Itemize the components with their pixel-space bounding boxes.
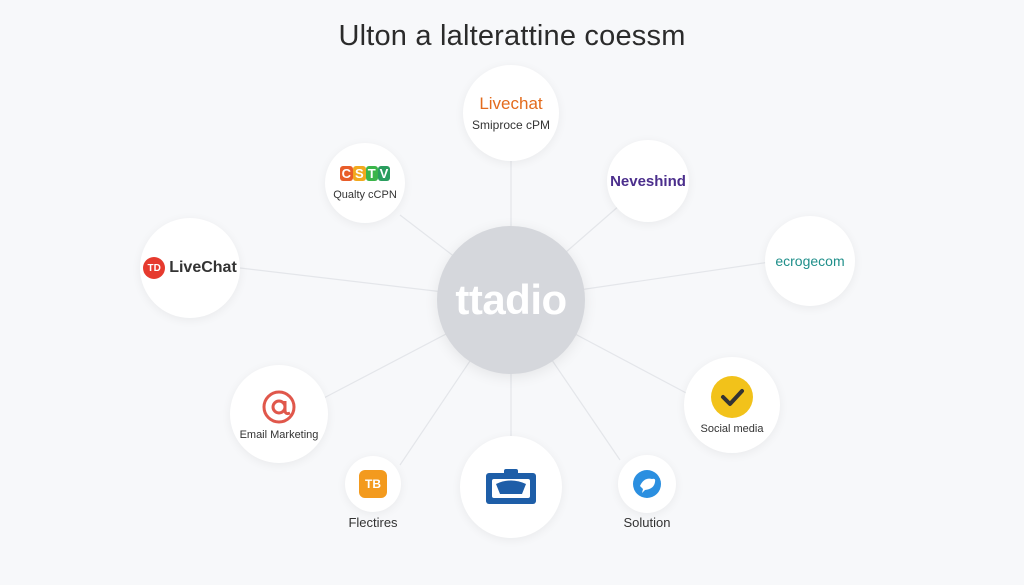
quality-sub: Qualty cCPN [333, 188, 397, 201]
node-ecrogecom[interactable]: ecrogecom [765, 216, 855, 306]
node-camera[interactable] [460, 436, 562, 538]
bird-icon [633, 470, 661, 498]
flectires-label: Flectires [348, 515, 398, 530]
checkmark-icon [711, 376, 753, 418]
node-flectires[interactable]: TB [345, 456, 401, 512]
livechat-top-sub: Smiproce cPM [471, 118, 551, 132]
ecrogecom-brand: ecrogecom [775, 253, 845, 269]
hub-circle: ttadio [437, 226, 585, 374]
node-social-media[interactable]: Social media [684, 357, 780, 453]
hub-label: ttadio [455, 276, 567, 323]
social-label: Social media [700, 423, 764, 435]
node-email-marketing[interactable]: Email Marketing [230, 365, 328, 463]
cstv-logo-c: C [339, 165, 354, 181]
livechat-left-brand: LiveChat [169, 259, 237, 276]
node-livechat-left[interactable]: TD LiveChat [140, 218, 240, 318]
node-neveshind[interactable]: Neveshind [607, 140, 689, 222]
email-label: Email Marketing [239, 429, 319, 441]
tb-badge-icon: TB [359, 470, 387, 498]
camera-icon [486, 469, 536, 504]
cstv-logo-v: V [377, 165, 391, 181]
neveshind-brand: Neveshind [610, 172, 686, 190]
node-quality[interactable]: C S T V Qualty cCPN [325, 143, 405, 223]
solution-label: Solution [623, 515, 671, 530]
livechat-left-logo: TD LiveChat [143, 257, 237, 279]
cstv-logo: C S T V [339, 165, 391, 181]
cstv-logo-t: T [365, 165, 378, 181]
cstv-logo-s: S [353, 165, 366, 181]
td-badge-icon: TD [143, 257, 166, 279]
node-livechat-top[interactable]: Livechat Smiproce cPM [463, 65, 559, 161]
at-icon [262, 390, 296, 424]
livechat-top-brand: Livechat [479, 94, 543, 113]
page-title: Ulton a lalterattine coessm [338, 20, 686, 52]
node-solution[interactable] [618, 455, 676, 513]
